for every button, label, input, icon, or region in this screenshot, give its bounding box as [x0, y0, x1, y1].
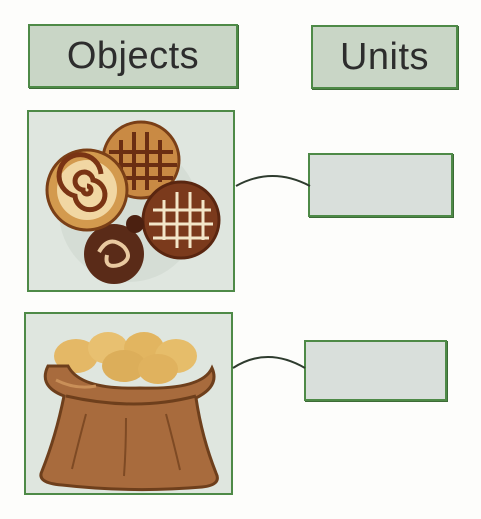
- connector-line-1: [235, 175, 311, 187]
- units-header-label: Units: [339, 35, 430, 78]
- object-picture-sack: [24, 312, 233, 495]
- objects-header-label: Objects: [66, 34, 200, 77]
- units-header: Units: [311, 25, 458, 89]
- objects-header: Objects: [28, 24, 238, 88]
- connector-line-2: [232, 356, 306, 369]
- biscuits-icon: [45, 120, 221, 284]
- potato-sack-icon: [39, 332, 219, 492]
- object-picture-biscuits: [27, 110, 235, 292]
- unit-answer-box-2[interactable]: [304, 340, 447, 401]
- unit-answer-box-1[interactable]: [308, 153, 453, 217]
